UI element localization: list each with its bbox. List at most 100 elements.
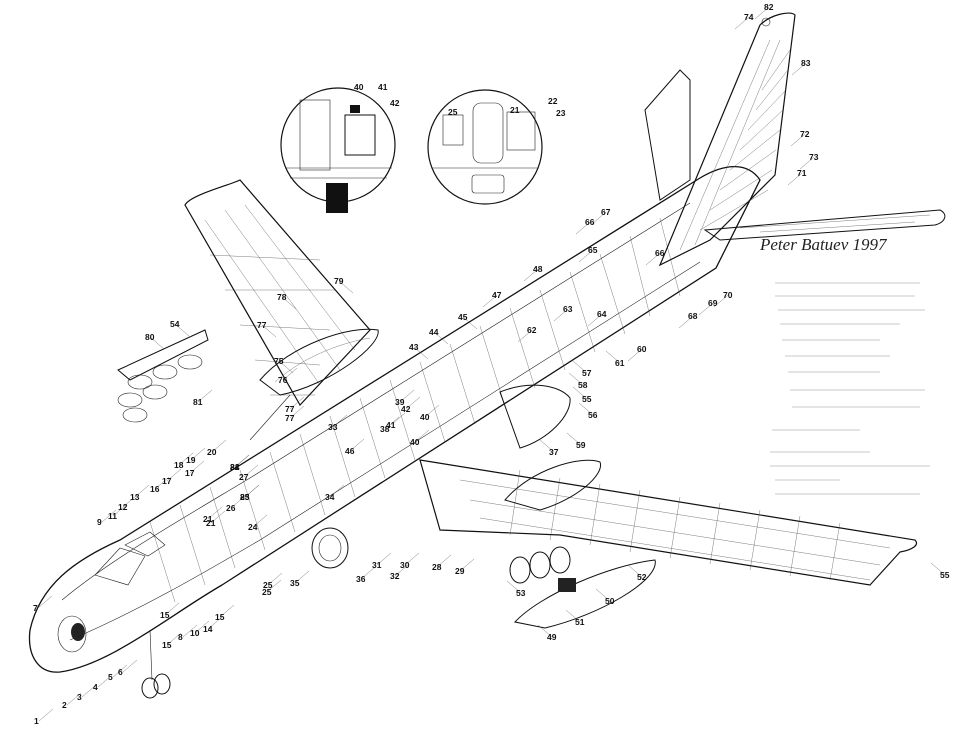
fuselage <box>28 166 761 673</box>
callout-leader-line <box>182 624 198 638</box>
callout-leader-line <box>197 389 213 403</box>
callout-label: 26 <box>226 503 236 513</box>
callout-leader-line <box>605 350 621 364</box>
callout-label: 40 <box>420 412 430 422</box>
callout-leader-line <box>405 396 421 410</box>
callout-label: 51 <box>575 617 585 627</box>
callout-leader-line <box>578 249 594 263</box>
svg-text:21: 21 <box>510 105 520 115</box>
callout-label: 74 <box>744 12 754 22</box>
callout-label: 6 <box>118 667 123 677</box>
callout-leader-line <box>194 620 210 634</box>
callout-label: 4 <box>93 682 98 692</box>
vertical-stabilizer <box>658 12 796 267</box>
callout-label: 28 <box>432 562 442 572</box>
callout-label: 77 <box>257 320 267 330</box>
callout-leader-line <box>399 389 415 403</box>
callout-label: 2 <box>62 700 67 710</box>
callout-label: 13 <box>130 492 140 502</box>
callout-leader-line <box>404 552 420 566</box>
callout-leader-line <box>575 221 591 235</box>
callout-label: 5 <box>108 672 113 682</box>
callout-label: 71 <box>797 168 807 178</box>
callout-label: 54 <box>170 319 180 329</box>
callout-leader-line <box>376 552 392 566</box>
callout-leader-line <box>234 454 250 468</box>
callout-label: 34 <box>325 492 335 502</box>
callout-leader-line <box>166 468 182 482</box>
callout-leader-line <box>627 348 643 362</box>
callout-leader-line <box>713 294 729 308</box>
callout-label: 72 <box>800 129 810 139</box>
callout-label: 44 <box>429 327 439 337</box>
callout-label: 64 <box>597 309 607 319</box>
callout-label: 66 <box>585 217 595 227</box>
callout-label: 73 <box>809 152 819 162</box>
callout-label: 43 <box>409 342 419 352</box>
callout-label: 62 <box>527 325 537 335</box>
callout-label: 84 <box>230 462 240 472</box>
main-landing-gear <box>509 546 576 592</box>
callout-leader-line <box>930 562 946 576</box>
callout-leader-line <box>587 313 603 327</box>
callout-label: 42 <box>401 404 411 414</box>
callout-label: 9 <box>97 517 102 527</box>
left-wing <box>184 179 371 441</box>
callout-leader-line <box>267 572 283 586</box>
callout-leader-line <box>572 386 588 400</box>
callout-leader-line <box>424 404 440 418</box>
right-engine-nacelles <box>311 384 656 629</box>
callout-leader-line <box>332 414 348 428</box>
callout-label: 77 <box>285 404 295 414</box>
callout-leader-line <box>433 331 449 345</box>
callout-label: 41 <box>386 420 396 430</box>
callout-label: 23 <box>240 492 250 502</box>
callout-leader-line <box>112 503 128 517</box>
callout-leader-line <box>281 296 297 310</box>
callout-leader-line <box>565 609 581 623</box>
callout-leader-line <box>174 323 190 337</box>
callout-leader-line <box>37 595 53 609</box>
svg-text:42: 42 <box>390 98 400 108</box>
callout-label: 80 <box>145 332 155 342</box>
callout-label: 60 <box>637 344 647 354</box>
callout-label: 1 <box>34 716 39 726</box>
callout-leader-line <box>38 708 54 722</box>
callout-leader-line <box>294 570 310 584</box>
callout-leader-line <box>278 360 294 374</box>
callout-leader-line <box>791 62 807 76</box>
callout-label: 85 <box>240 492 250 502</box>
callout-label: 78 <box>277 292 287 302</box>
callout-label: 20 <box>207 447 217 457</box>
callout-leader-line <box>506 580 522 594</box>
callout-leader-line <box>244 484 260 498</box>
callout-label: 55 <box>582 394 592 404</box>
callout-leader-line <box>539 439 555 453</box>
callout-leader-line <box>219 604 235 618</box>
callout-label: 22 <box>230 462 240 472</box>
callout-label: 67 <box>601 207 611 217</box>
callout-label: 17 <box>162 476 172 486</box>
callout-leader-line <box>282 367 298 381</box>
horizontal-stabilizer <box>644 69 946 241</box>
callout-label: 15 <box>162 640 172 650</box>
callout-label: 46 <box>345 446 355 456</box>
callout-leader-line <box>390 412 406 426</box>
callout-label: 49 <box>547 632 557 642</box>
callout-leader-line <box>190 447 206 461</box>
inset-cross-section-right: 25 21 22 23 <box>427 89 566 205</box>
callout-label: 18 <box>174 460 184 470</box>
callout-label: 37 <box>549 447 559 457</box>
callout-label: 11 <box>108 511 117 521</box>
svg-text:22: 22 <box>548 96 558 106</box>
callout-label: 61 <box>615 358 625 368</box>
callout-leader-line <box>122 494 138 508</box>
callout-leader-line <box>189 460 205 474</box>
callout-leader-line <box>97 674 113 688</box>
callout-label: 39 <box>395 397 405 407</box>
callout-label: 40 <box>410 437 420 447</box>
callout-label: 30 <box>400 560 410 570</box>
callout-leader-line <box>459 558 475 572</box>
callout-leader-line <box>413 346 429 360</box>
callout-leader-line <box>166 632 182 646</box>
